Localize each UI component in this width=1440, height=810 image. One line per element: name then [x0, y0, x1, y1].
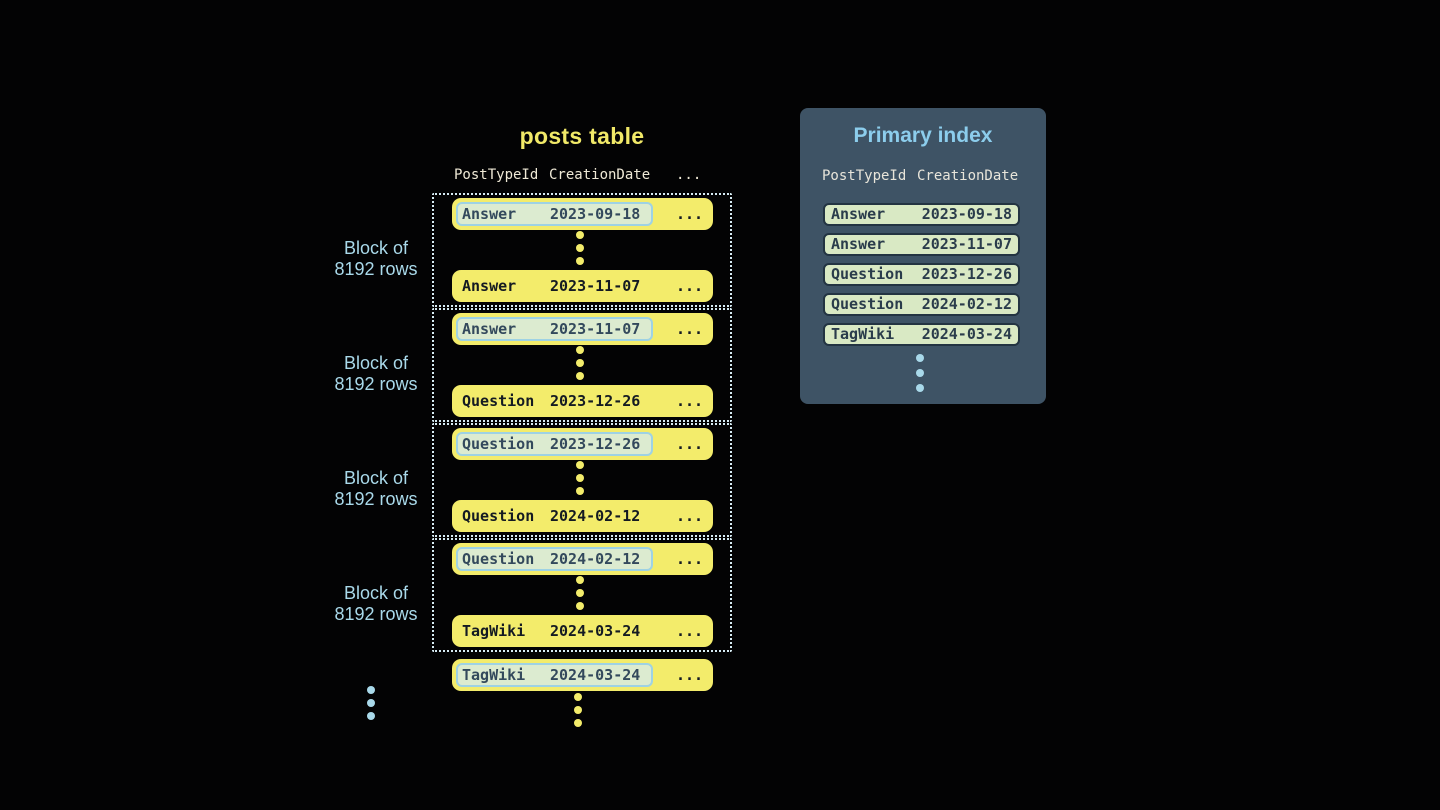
column-header-creationdate: CreationDate — [917, 168, 1019, 184]
vertical-ellipsis-dots — [576, 346, 584, 380]
block-label-line1: Block of — [343, 238, 409, 258]
index-entry-highlight — [456, 547, 653, 571]
index-entry-highlight — [456, 432, 653, 456]
index-date: 2023-11-07 — [921, 235, 1012, 253]
index-date: 2024-02-12 — [921, 295, 1012, 313]
block-label-2: Block of 8192 rows — [286, 353, 466, 395]
index-continues-ellipsis-dots — [916, 354, 924, 392]
row-posttype: Question — [462, 392, 535, 410]
column-header-creationdate: CreationDate — [549, 167, 651, 183]
block-label-line1: Block of — [343, 583, 409, 603]
row-date: 2024-03-24 — [550, 666, 641, 684]
block-3: Question 2023-12-26 ... Question 2024-02… — [432, 423, 732, 537]
row-posttype: Answer — [462, 277, 517, 295]
row-posttype: TagWiki — [462, 622, 526, 640]
index-row-1: Answer 2023-09-18 — [823, 203, 1020, 226]
table-row-block3-last: Question 2024-02-12 ... — [452, 500, 713, 532]
row-posttype: Question — [462, 550, 535, 568]
index-date: 2024-03-24 — [921, 325, 1012, 343]
vertical-ellipsis-dots — [576, 231, 584, 265]
index-posttype: Answer — [831, 205, 886, 223]
table-row-next-block-first: TagWiki 2024-03-24 ... — [452, 659, 713, 691]
index-entry-highlight — [456, 317, 653, 341]
index-entry-highlight — [456, 663, 653, 687]
row-date: 2024-02-12 — [550, 507, 641, 525]
block-1: Answer 2023-09-18 ... Answer 2023-11-07 … — [432, 193, 732, 307]
row-posttype: Question — [462, 435, 535, 453]
row-date: 2023-11-07 — [550, 277, 641, 295]
posts-table-title: posts table — [519, 123, 645, 149]
index-row-5: TagWiki 2024-03-24 — [823, 323, 1020, 346]
index-row-2: Answer 2023-11-07 — [823, 233, 1020, 256]
table-row-block4-first: Question 2024-02-12 ... — [452, 543, 713, 575]
index-date: 2023-12-26 — [921, 265, 1012, 283]
primary-index-panel: Primary index PostTypeId CreationDate An… — [800, 108, 1046, 404]
block-label-line2: 8192 rows — [334, 604, 418, 624]
index-entry-highlight — [456, 202, 653, 226]
row-date: 2024-03-24 — [550, 622, 641, 640]
block-label-3: Block of 8192 rows — [286, 468, 466, 510]
block-label-1: Block of 8192 rows — [286, 238, 466, 280]
row-date: 2023-11-07 — [550, 320, 641, 338]
block-label-4: Block of 8192 rows — [286, 583, 466, 625]
index-posttype: Question — [831, 265, 904, 283]
row-ellipsis: ... — [676, 277, 704, 295]
index-posttype: Question — [831, 295, 904, 313]
table-row-block2-last: Question 2023-12-26 ... — [452, 385, 713, 417]
block-label-line2: 8192 rows — [334, 374, 418, 394]
row-ellipsis: ... — [676, 435, 704, 453]
table-row-block2-first: Answer 2023-11-07 ... — [452, 313, 713, 345]
blocks-continue-ellipsis-dots — [367, 686, 375, 720]
row-date: 2023-12-26 — [550, 435, 641, 453]
column-header-more-ellipsis: ... — [676, 167, 702, 183]
index-row-3: Question 2023-12-26 — [823, 263, 1020, 286]
row-ellipsis: ... — [676, 622, 704, 640]
block-label-line2: 8192 rows — [334, 259, 418, 279]
column-header-posttypeid: PostTypeId — [454, 167, 539, 183]
row-ellipsis: ... — [676, 392, 704, 410]
table-row-block4-last: TagWiki 2024-03-24 ... — [452, 615, 713, 647]
block-label-line1: Block of — [343, 353, 409, 373]
row-date: 2023-09-18 — [550, 205, 641, 223]
row-ellipsis: ... — [676, 320, 704, 338]
row-ellipsis: ... — [676, 205, 704, 223]
block-label-line1: Block of — [343, 468, 409, 488]
row-posttype: Answer — [462, 320, 517, 338]
index-date: 2023-09-18 — [921, 205, 1012, 223]
column-header-posttypeid: PostTypeId — [822, 168, 907, 184]
row-date: 2023-12-26 — [550, 392, 641, 410]
table-row-block1-first: Answer 2023-09-18 ... — [452, 198, 713, 230]
primary-index-title: Primary index — [853, 124, 993, 147]
index-row-4: Question 2024-02-12 — [823, 293, 1020, 316]
block-2: Answer 2023-11-07 ... Question 2023-12-2… — [432, 308, 732, 422]
table-row-block3-first: Question 2023-12-26 ... — [452, 428, 713, 460]
index-posttype: Answer — [831, 235, 886, 253]
table-row-block1-last: Answer 2023-11-07 ... — [452, 270, 713, 302]
block-label-line2: 8192 rows — [334, 489, 418, 509]
table-continues-ellipsis-dots — [574, 693, 582, 727]
index-posttype: TagWiki — [831, 325, 895, 343]
row-ellipsis: ... — [676, 507, 704, 525]
vertical-ellipsis-dots — [576, 576, 584, 610]
row-date: 2024-02-12 — [550, 550, 641, 568]
row-ellipsis: ... — [676, 666, 704, 684]
row-posttype: TagWiki — [462, 666, 526, 684]
vertical-ellipsis-dots — [576, 461, 584, 495]
row-ellipsis: ... — [676, 550, 704, 568]
row-posttype: Question — [462, 507, 535, 525]
row-posttype: Answer — [462, 205, 517, 223]
block-4: Question 2024-02-12 ... TagWiki 2024-03-… — [432, 538, 732, 652]
